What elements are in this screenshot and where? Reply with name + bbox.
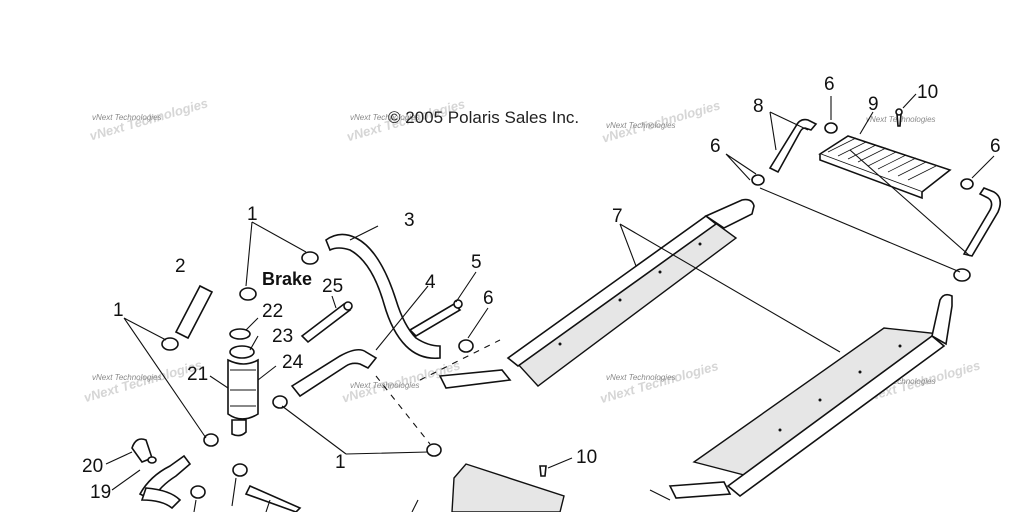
bracket-nut [147, 456, 157, 464]
callout-25: 25 [322, 276, 343, 297]
callout-1: 1 [335, 452, 346, 473]
hose-clamp-6 [824, 122, 838, 134]
callout-5: 5 [471, 252, 482, 273]
tube-5 [408, 302, 462, 338]
lower-plate [451, 463, 565, 512]
hose-clamp-1 [161, 337, 179, 351]
callout-6: 6 [710, 136, 721, 157]
callout-10: 10 [917, 82, 938, 103]
hose-3 [325, 233, 441, 360]
callout-3: 3 [404, 210, 415, 231]
callout-labels: 1 1 1 2 3 4 5 6 6 6 6 7 8 9 10 10 19 20 … [82, 74, 1001, 503]
hose-clamp-6-left [751, 174, 765, 186]
callout-23: 23 [272, 326, 293, 347]
callout-6: 6 [824, 74, 835, 95]
coolant-hose-assembly [105, 221, 573, 512]
callout-9: 9 [868, 94, 879, 115]
callout-7: 7 [612, 206, 623, 227]
hose-clamp-6-lower [953, 268, 971, 282]
watermark: vNext Technologies [350, 113, 420, 122]
callout-1: 1 [113, 300, 124, 321]
hose-clamp-6-right [960, 178, 974, 190]
screw-head [895, 108, 903, 116]
hose-lower [244, 484, 302, 512]
watermark: vNext Technologies [92, 373, 162, 382]
callout-6: 6 [990, 136, 1001, 157]
hose-clamp [190, 485, 206, 499]
callout-20: 20 [82, 456, 103, 477]
callout-10: 10 [576, 447, 597, 468]
callout-4: 4 [425, 272, 436, 293]
watermark: vNext Technologies [350, 381, 420, 390]
callout-19: 19 [90, 482, 111, 503]
hose-19-elbow [140, 487, 182, 510]
tube-25 [300, 302, 352, 344]
watermark: vNext Technologies [92, 113, 162, 122]
coolant-reservoir-21 [227, 328, 259, 437]
hose-clamp-1-f [426, 443, 442, 457]
heat-exchanger-7-upper [438, 198, 841, 389]
brake-label: Brake [262, 269, 312, 289]
tube-fitting [343, 301, 353, 311]
hose-clamp-1-e [272, 395, 288, 409]
callout-8: 8 [753, 96, 764, 117]
callout-21: 21 [187, 364, 208, 385]
heat-exchanger-9 [818, 135, 952, 200]
watermark: vNext Technologies [606, 121, 676, 130]
callout-2: 2 [175, 256, 186, 277]
callout-24: 24 [282, 352, 304, 373]
tube-fitting [453, 299, 463, 309]
hose-clamp [232, 463, 248, 477]
hose-2 [174, 284, 214, 340]
callout-6: 6 [483, 288, 494, 309]
hose-clamp-1-b [239, 287, 257, 301]
callout-22: 22 [262, 301, 283, 322]
hose-4 [290, 348, 378, 398]
heat-exchanger-7-lower [649, 293, 953, 501]
screw-10-bottom [539, 465, 547, 477]
callout-1: 1 [247, 204, 258, 225]
copyright-text: © 2005 Polaris Sales Inc. [388, 108, 579, 127]
hose-clamp-1-d [203, 433, 219, 447]
watermark-ghost: vNext Technologies [598, 358, 720, 406]
hose-8-right [962, 187, 1002, 257]
hose-clamp-6-mid [458, 339, 474, 353]
watermark: vNext Technologies [866, 377, 936, 386]
top-cooler-assembly [725, 93, 1002, 282]
hose-8-left [768, 118, 818, 174]
watermark: vNext Technologies [606, 373, 676, 382]
screw-10-top [896, 113, 902, 127]
bracket-20 [131, 438, 153, 463]
hose-clamp-1-c [301, 251, 319, 265]
